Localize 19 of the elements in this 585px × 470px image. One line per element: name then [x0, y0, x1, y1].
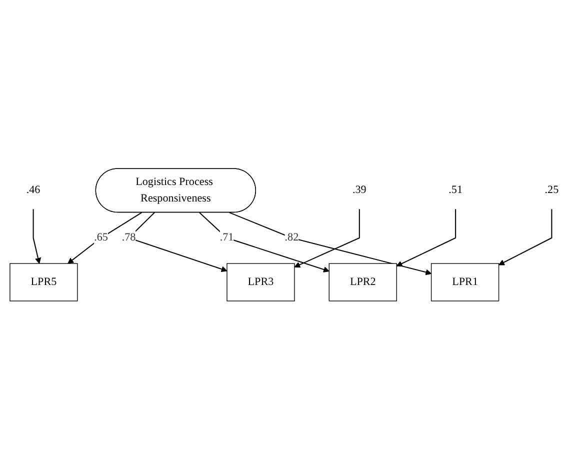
- arrow: [229, 212, 432, 276]
- node-text: .46: [26, 184, 40, 196]
- node-text: .25: [544, 184, 559, 196]
- arrow: [498, 209, 552, 266]
- node-text: .39: [352, 184, 366, 196]
- node-box: LPR2: [328, 263, 397, 302]
- arrow: [396, 209, 456, 267]
- edge-label: .78: [122, 232, 136, 244]
- edge-label: .82: [284, 232, 299, 244]
- arrow: [32, 209, 42, 264]
- node-box: LPR3: [226, 263, 295, 302]
- node-box: LPR5: [10, 263, 78, 302]
- arrow: [199, 212, 330, 273]
- node-text: .51: [448, 184, 462, 196]
- edge-label: .65: [94, 232, 108, 244]
- edge-label: .71: [220, 232, 234, 244]
- arrow: [68, 212, 142, 264]
- node-box: LPR1: [430, 263, 500, 302]
- arrow: [294, 209, 360, 268]
